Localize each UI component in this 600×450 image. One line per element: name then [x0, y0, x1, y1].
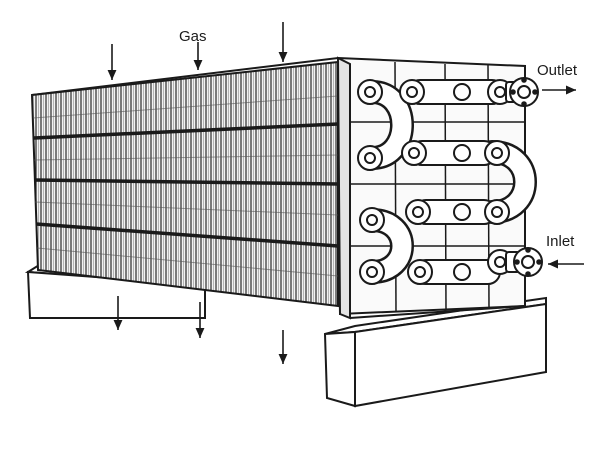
flange-icon [484, 199, 510, 225]
flange-icon [357, 145, 383, 171]
flange-icon [484, 140, 510, 166]
flange-icon [407, 259, 433, 285]
inlet-label: Inlet [546, 233, 575, 250]
end-plate [336, 56, 526, 320]
u-bend-1 [360, 80, 414, 170]
flange-icon [359, 207, 385, 233]
gas-inflow-arrows [107, 22, 288, 80]
flange-icon [453, 263, 471, 281]
finned-tube-bank [30, 56, 354, 308]
gas-outflow-arrows [113, 296, 288, 364]
flange-icon [359, 259, 385, 285]
flange-icon [453, 203, 471, 221]
outlet-nozzle [505, 77, 539, 107]
inlet-nozzle [505, 247, 543, 277]
flange-icon [405, 199, 431, 225]
flange-icon [357, 79, 383, 105]
outlet-label: Outlet [537, 62, 578, 79]
flange-icon [453, 83, 471, 101]
flange-icon [399, 79, 425, 105]
flange-icon [401, 140, 427, 166]
gas-label: Gas [179, 28, 207, 45]
flange-icon [453, 144, 471, 162]
